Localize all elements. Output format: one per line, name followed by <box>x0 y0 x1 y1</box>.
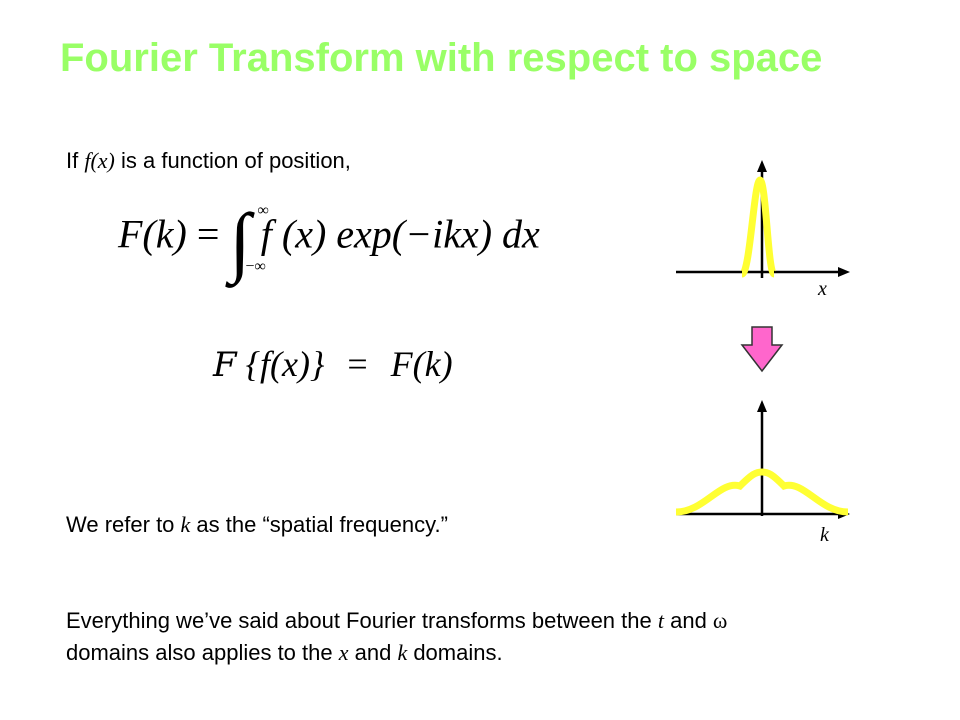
intro-line: If f(x) is a function of position, <box>66 148 351 174</box>
integral-group: ∫ ∞ −∞ <box>229 196 268 286</box>
fourier-operator-symbol: F <box>213 345 237 385</box>
spatial-domain-plot <box>676 160 850 278</box>
intro-post: is a function of position, <box>114 148 351 173</box>
x-axis-arrow-icon <box>838 267 850 277</box>
note-post: as the “spatial frequency.” <box>190 512 448 537</box>
down-arrow-icon <box>740 326 784 373</box>
summary-line-1: Everything we’ve said about Fourier tran… <box>66 605 727 637</box>
operator-equals: = <box>347 344 368 384</box>
note-var: k <box>180 512 191 537</box>
summary-line1-mid: and <box>663 608 713 633</box>
spatial-frequency-note: We refer to k as the “spatial frequency.… <box>66 512 448 538</box>
intro-func: f(x) <box>84 148 115 173</box>
fourier-operator-equation: F {f(x)} = F(k) <box>213 343 453 385</box>
k-y-axis-arrow-icon <box>757 400 767 412</box>
summary-paragraph: Everything we’ve said about Fourier tran… <box>66 605 727 669</box>
intro-pre: If <box>66 148 85 173</box>
operator-arg: {f(x)} <box>245 344 325 384</box>
fourier-integral-equation: F(k) = ∫ ∞ −∞ f (x) exp(−ikx) dx <box>118 196 540 286</box>
summary-x: x <box>338 640 349 665</box>
summary-t: t <box>657 608 664 633</box>
summary-line2-mid: and <box>348 640 398 665</box>
summary-k: k <box>397 640 408 665</box>
y-axis-arrow-icon <box>757 160 767 172</box>
summary-omega: ω <box>712 608 728 633</box>
summary-line-2: domains also applies to the x and k doma… <box>66 637 727 669</box>
upper-limit: ∞ <box>257 202 269 219</box>
integral-sign-icon: ∫ <box>229 197 251 284</box>
equation-equals: = <box>196 211 220 257</box>
x-axis-label: x <box>818 278 827 300</box>
frequency-domain-plot <box>675 400 850 519</box>
equation-integrand: f (x) exp(−ikx) dx <box>260 211 540 257</box>
wide-gaussian-curve <box>675 468 849 516</box>
equation-lhs: F(k) <box>118 211 187 257</box>
k-axis-label: k <box>820 524 829 546</box>
operator-rhs: F(k) <box>390 344 453 384</box>
narrow-pulse-curve <box>738 176 778 278</box>
summary-line2-post: domains. <box>407 640 503 665</box>
lower-limit: −∞ <box>245 258 266 275</box>
note-pre: We refer to <box>66 512 181 537</box>
summary-line1-pre: Everything we’ve said about Fourier tran… <box>66 608 658 633</box>
summary-line2-pre: domains also applies to the <box>66 640 339 665</box>
slide-title: Fourier Transform with respect to space <box>60 36 823 80</box>
